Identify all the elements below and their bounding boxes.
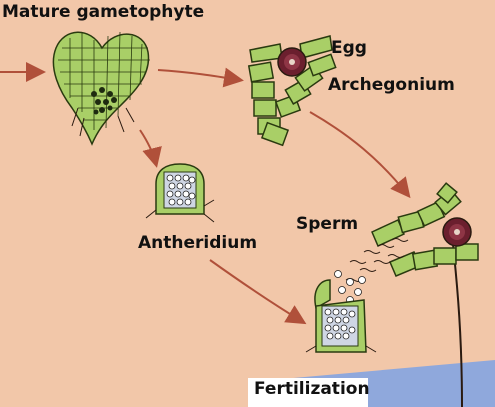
sperm-dots [334, 270, 366, 304]
sperm-cells [166, 174, 196, 206]
fertilization-label: Fertilization [254, 379, 370, 399]
archegonium [247, 35, 337, 147]
open-antheridium [305, 279, 377, 353]
rhizoids [71, 107, 135, 137]
arrow-antheridium-to-fertilization [209, 259, 307, 325]
gametophyte [52, 31, 150, 146]
arrow-archegonium-to-fertilization [309, 111, 411, 199]
fertilization-archegonium [371, 182, 479, 277]
arrow-to-archegonium [157, 67, 244, 88]
arrows [0, 62, 411, 325]
archegonium-label: Archegonium [328, 75, 455, 95]
mature-gametophyte-label: Mature gametophyte [2, 2, 205, 22]
sperm-label: Sperm [296, 214, 359, 234]
egg-label: Egg [331, 38, 367, 58]
arrow-to-antheridium [139, 129, 162, 168]
antheridium [145, 163, 215, 223]
fertilization-label-background [248, 378, 368, 407]
rhizoid-cells [91, 87, 117, 115]
antheridium-label: Antheridium [138, 233, 258, 253]
